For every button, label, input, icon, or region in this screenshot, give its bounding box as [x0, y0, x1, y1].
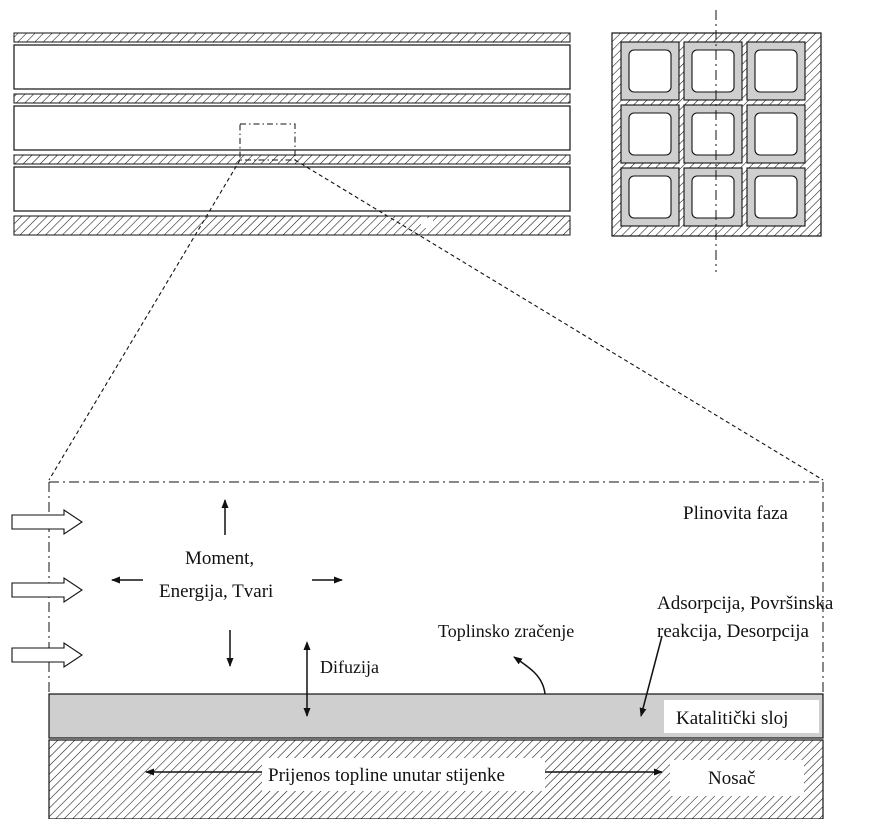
zoom-region [239, 123, 296, 161]
cell-channel-r3-c1 [628, 175, 672, 219]
cell-channel-r3-c2 [691, 175, 735, 219]
inflow-arrow-1 [11, 508, 83, 536]
catalytic-label-box [664, 700, 819, 733]
wall-bottom [13, 215, 571, 236]
wall-heat-label: Prijenos topline unutar stijenke [268, 765, 505, 786]
gas-phase-label: Plinovita faza [683, 503, 789, 524]
inflow-arrow-2 [11, 576, 83, 604]
cell-channel-r1-c1 [628, 49, 672, 93]
cell-channel-r3-c3 [754, 175, 798, 219]
transport-label-line1: Moment, [185, 548, 254, 569]
wall-gap [421, 218, 433, 228]
wall-heat-label-box [262, 758, 545, 791]
catalytic-layer-label: Katalitički sloj [676, 708, 788, 729]
cross-section [611, 10, 822, 272]
longitudinal-section [13, 32, 571, 236]
support-label-box [670, 760, 804, 796]
channel-2 [13, 105, 571, 151]
zoom-line-left [48, 159, 241, 481]
wall-top [13, 32, 571, 43]
support-label: Nosač [708, 768, 755, 789]
transport-label-line2: Energija, Tvari [159, 581, 273, 602]
surface-label-line1: Adsorpcija, Površinska [657, 593, 834, 614]
cell-channel-r1-c3 [754, 49, 798, 93]
detail-view [11, 481, 824, 819]
radiation-label: Toplinsko zračenje [438, 621, 574, 641]
cell-channel-r1-c2 [691, 49, 735, 93]
surface-label-line2: reakcija, Desorpcija [657, 621, 809, 642]
radiation-arrow [513, 656, 546, 695]
channel-3 [13, 166, 571, 212]
diffusion-label: Difuzija [320, 657, 379, 677]
surface-reaction-arrow [639, 635, 663, 717]
channel-1 [13, 44, 571, 90]
cell-channel-r2-c2 [691, 112, 735, 156]
inflow-arrow-3 [11, 641, 83, 669]
wall-1 [13, 93, 571, 104]
cell-channel-r2-c3 [754, 112, 798, 156]
cell-channel-r2-c1 [628, 112, 672, 156]
zoom-line-right [294, 159, 824, 481]
wall-2 [13, 154, 571, 165]
